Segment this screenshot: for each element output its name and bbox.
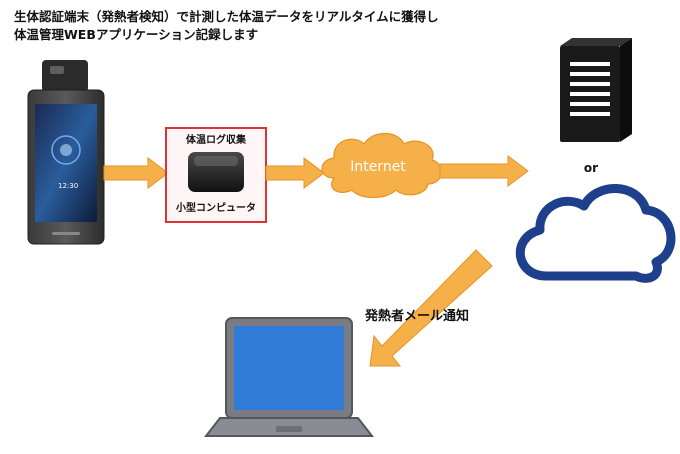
collector-subtitle: 小型コンピュータ xyxy=(175,201,256,214)
arrow-internet-to-server xyxy=(439,155,529,187)
terminal-clock: 12:30 xyxy=(58,182,78,190)
server-tower xyxy=(560,38,632,142)
internet-cloud-shape xyxy=(321,132,442,199)
caption-line-2: 体温管理WEBアプリケーション記録します xyxy=(14,27,259,42)
server-drive-6 xyxy=(570,112,610,116)
server-drive-3 xyxy=(570,82,610,86)
internet-label: Internet xyxy=(350,159,406,175)
arrow-cloud-to-laptop xyxy=(369,249,493,367)
arrow-collector-to-internet xyxy=(265,157,325,189)
server-drive-1 xyxy=(570,62,610,66)
laptop-icon xyxy=(203,317,375,437)
server-drive-5 xyxy=(570,102,610,106)
laptop-screen xyxy=(234,326,344,410)
terminal-screen xyxy=(35,104,97,222)
server-drive-4 xyxy=(570,92,610,96)
server-top-face xyxy=(560,38,632,46)
laptop-touchpad xyxy=(276,426,302,432)
terminal-camera-lens xyxy=(50,66,64,74)
terminal-speaker-bar xyxy=(52,232,80,235)
collector-title: 体温ログ収集 xyxy=(186,133,247,146)
internet-cloud: Internet xyxy=(321,132,442,199)
biometric-terminal: 12:30 xyxy=(27,60,105,245)
notification-label: 発熱者メール通知 xyxy=(364,308,469,324)
terminal-camera-head xyxy=(42,60,88,92)
terminal-face-icon xyxy=(51,135,81,165)
terminal-face-glow xyxy=(60,144,72,156)
server-drive-2 xyxy=(570,72,610,76)
mini-computer-top-shine xyxy=(194,156,238,166)
log-collector-box: 体温ログ収集 小型コンピュータ xyxy=(165,127,267,223)
arrow-terminal-to-collector xyxy=(103,157,169,189)
cloud-service-icon xyxy=(516,184,676,283)
caption-line-1: 生体認証端末（発熱者検知）で計測した体温データをリアルタイムに獲得し xyxy=(14,9,439,24)
server-side-face xyxy=(620,38,632,142)
or-label: or xyxy=(584,161,598,175)
diagram-caption: 生体認証端末（発熱者検知）で計測した体温データをリアルタイムに獲得し 体温管理W… xyxy=(14,8,439,44)
